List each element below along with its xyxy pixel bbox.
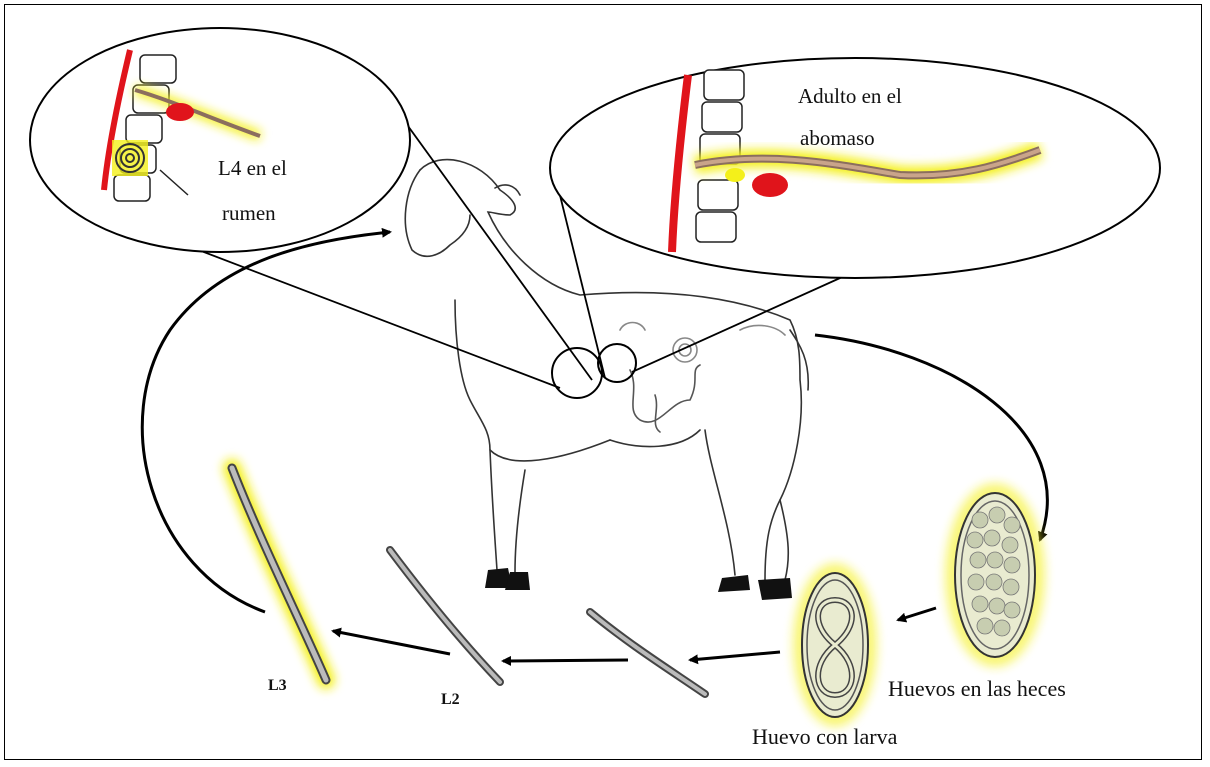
label-l3: L3 (268, 677, 287, 694)
stomach-circles (552, 344, 636, 398)
label-l4-line1: L4 en el (218, 156, 287, 180)
sheep-hooves (485, 568, 792, 600)
arrow-feces-to-egg-larva (898, 608, 936, 620)
larva-l3 (232, 468, 326, 680)
label-adult-line1: Adulto en el (798, 84, 902, 108)
egg-in-feces (945, 483, 1045, 667)
label-adult-line2: abomaso (800, 126, 875, 150)
egg-with-larva (793, 563, 877, 727)
label-eggs-feces: Huevos en las heces (888, 676, 1066, 701)
label-l4-line2: rumen (222, 201, 276, 225)
larva-l1 (590, 612, 705, 694)
arrow-l2-to-l3 (333, 631, 450, 654)
arrow-l1-to-l2 (503, 660, 628, 661)
label-egg-larva: Huevo con larva (752, 724, 898, 749)
arrow-egg-larva-to-l1 (690, 652, 780, 660)
label-l2: L2 (441, 691, 460, 708)
larva-l2 (390, 550, 500, 682)
zoom-bubble-rumen (30, 28, 410, 252)
